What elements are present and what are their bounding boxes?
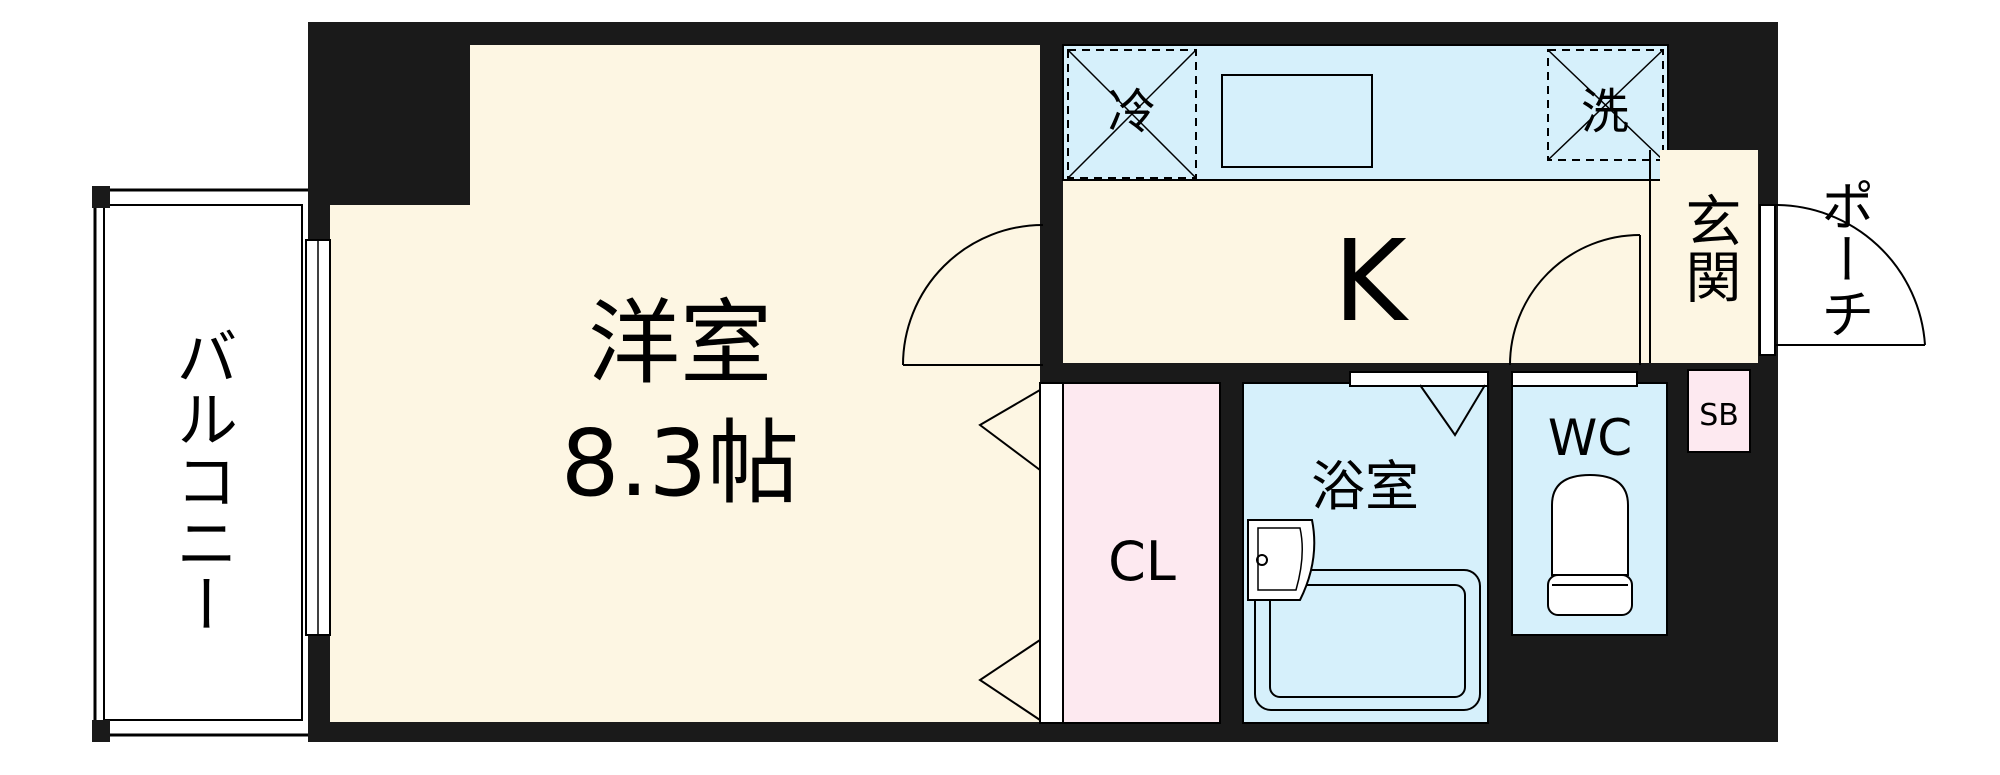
western-room-name: 洋室 <box>588 290 772 397</box>
fridge-label: 冷 <box>1108 84 1156 140</box>
toilet-label: WC <box>1548 409 1632 467</box>
washer-label: 洗 <box>1581 84 1629 140</box>
refrigerator <box>1067 49 1197 179</box>
balcony-label: バルコニー <box>165 325 238 635</box>
balcony <box>92 186 312 742</box>
western-room <box>305 45 1044 722</box>
toilet-bowl-icon <box>1551 473 1629 576</box>
bath-label: 浴室 <box>1311 455 1419 518</box>
shoebox-label: SB <box>1699 398 1739 433</box>
western-room-size: 8.3帖 <box>561 410 799 517</box>
entrance-label: 玄関 <box>1676 192 1741 304</box>
closet <box>1062 382 1221 724</box>
entrance <box>1649 150 1758 363</box>
kitchen-area <box>1062 44 1669 366</box>
bathroom <box>1242 371 1489 724</box>
toilet-room <box>1511 371 1668 636</box>
shoebox <box>1687 369 1751 453</box>
porch <box>1759 203 1926 356</box>
closet-label: CL <box>1108 530 1176 593</box>
washing-machine <box>1547 49 1664 161</box>
porch-label: ポーチ <box>1811 178 1874 340</box>
kitchen-label: K <box>1333 217 1409 347</box>
